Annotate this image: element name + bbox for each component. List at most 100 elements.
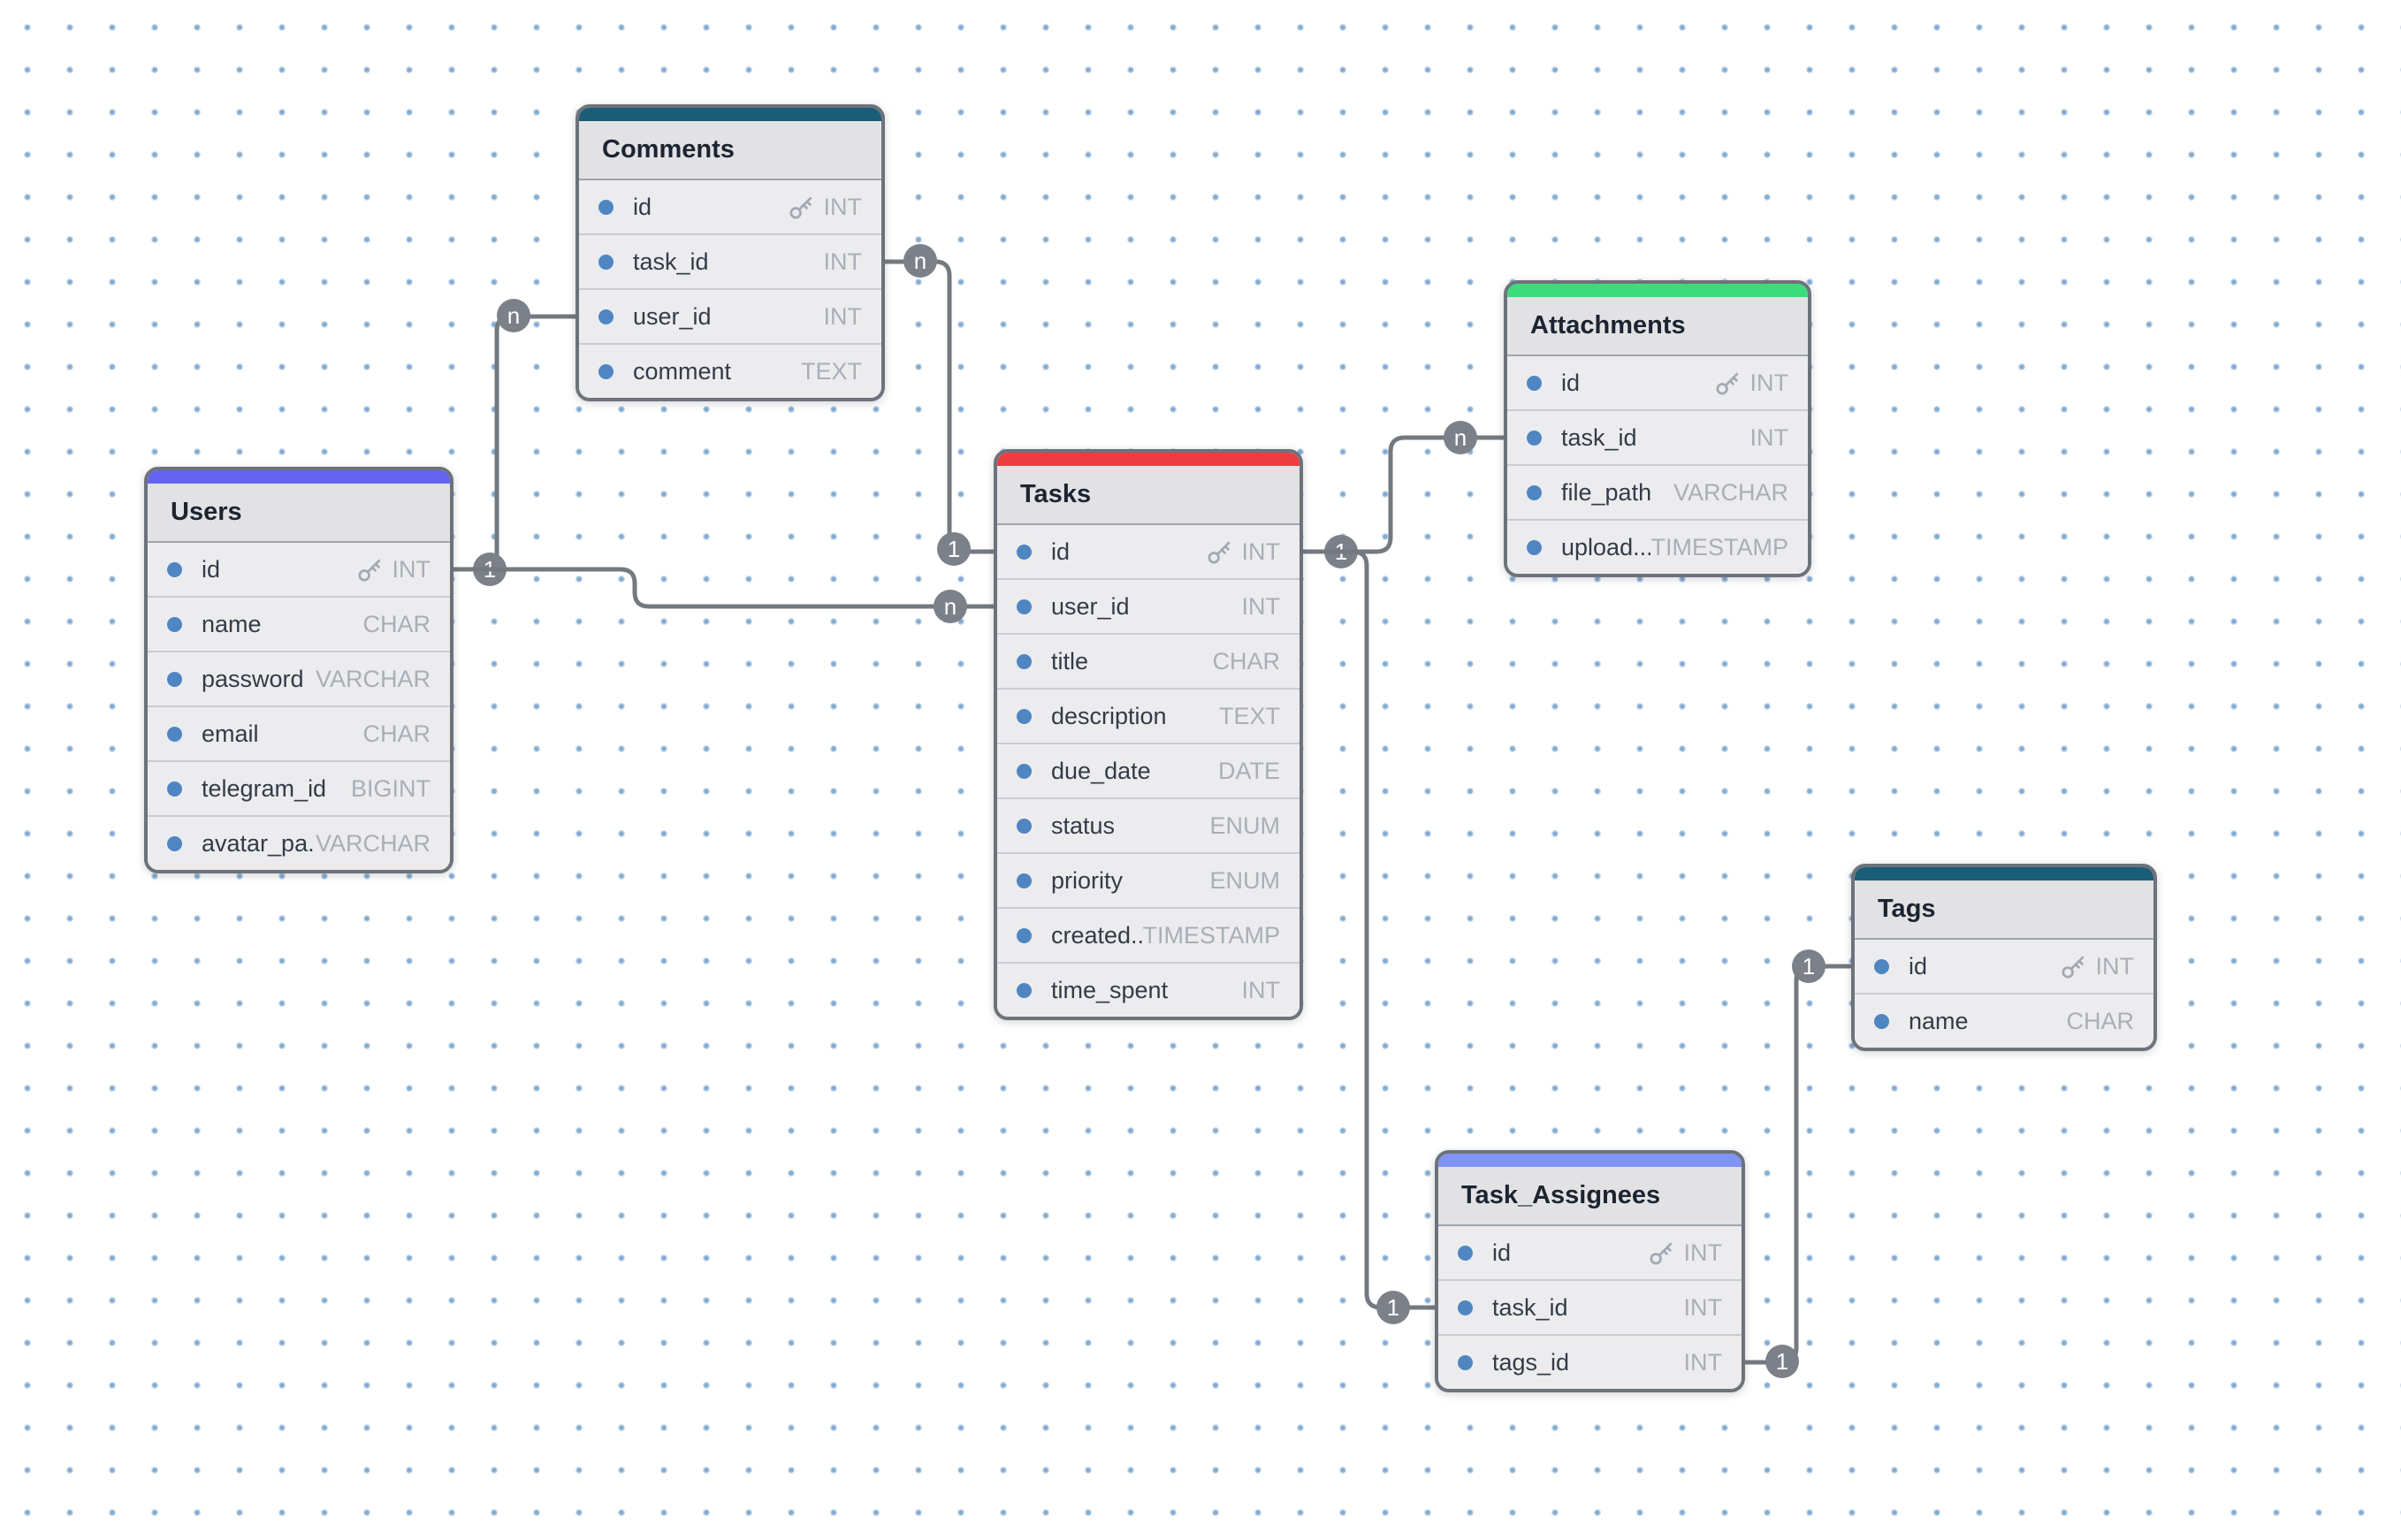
field-dot-icon: [1527, 430, 1542, 446]
field-row[interactable]: due_date DATE: [997, 743, 1300, 797]
table-card-tags[interactable]: Tags id INT name CHAR: [1851, 864, 2157, 1051]
field-dot-icon: [1458, 1300, 1473, 1315]
field-name: task_id: [633, 248, 709, 275]
field-type-label: BIGINT: [350, 774, 431, 802]
field-row[interactable]: user_id INT: [579, 288, 881, 343]
field-row[interactable]: user_id INT: [997, 578, 1300, 633]
field-row[interactable]: email CHAR: [148, 705, 450, 760]
field-row[interactable]: name CHAR: [148, 596, 450, 651]
field-name: name: [1909, 1007, 1969, 1034]
field-dot-icon: [1527, 484, 1542, 500]
svg-text:n: n: [944, 593, 957, 620]
field-row[interactable]: priority ENUM: [997, 852, 1300, 907]
field-row[interactable]: avatar_pa... VARCHAR: [148, 815, 450, 870]
field-row[interactable]: id INT: [579, 180, 881, 233]
field-type: INT: [1648, 1239, 1722, 1267]
field-dot-icon: [1874, 1013, 1889, 1029]
table-title: Tags: [1878, 895, 1936, 923]
field-row[interactable]: comment TEXT: [579, 343, 881, 398]
table-fields: id INT task_id INT tags: [1438, 1226, 1742, 1389]
field-row[interactable]: title CHAR: [997, 633, 1300, 688]
field-row[interactable]: password VARCHAR: [148, 651, 450, 705]
field-type: VARCHAR: [316, 666, 431, 693]
table-card-users[interactable]: Users id INT name CHAR: [144, 467, 454, 873]
table-card-task_assignees[interactable]: Task_Assignees id INT task_id: [1435, 1150, 1745, 1392]
field-row[interactable]: created... TIMESTAMP: [997, 907, 1300, 962]
field-row[interactable]: upload... TIMESTAMP: [1507, 519, 1808, 574]
cardinality-badge: n: [934, 590, 967, 623]
table-header[interactable]: Attachments: [1507, 297, 1808, 356]
field-row[interactable]: task_id INT: [1507, 409, 1808, 464]
field-row[interactable]: time_spent INT: [997, 962, 1300, 1017]
table-accent-bar: [1507, 284, 1808, 297]
field-row[interactable]: file_path VARCHAR: [1507, 464, 1808, 519]
table-fields: id INT name CHAR: [1855, 940, 2153, 1048]
field-dot-icon: [1527, 375, 1542, 391]
field-dot-icon: [598, 363, 614, 379]
field-dot-icon: [598, 309, 614, 324]
field-type-label: INT: [823, 248, 863, 275]
field-name: created...: [1051, 921, 1143, 949]
table-card-tasks[interactable]: Tasks id INT user_id I: [994, 449, 1303, 1020]
field-type: INT: [1684, 1349, 1723, 1376]
table-card-comments[interactable]: Comments id INT task_id: [575, 104, 885, 401]
svg-text:1: 1: [1803, 953, 1815, 980]
field-dot-icon: [167, 726, 182, 742]
field-type: ENUM: [1210, 812, 1281, 840]
field-type: INT: [1714, 370, 1788, 397]
table-header[interactable]: Users: [148, 484, 450, 543]
field-name: file_path: [1561, 478, 1652, 506]
field-type-label: INT: [1683, 1348, 1723, 1376]
field-row[interactable]: id INT: [1507, 356, 1808, 409]
field-type-label: TIMESTAMP: [1650, 533, 1788, 560]
field-name: status: [1051, 812, 1116, 839]
field-dot-icon: [167, 671, 182, 687]
table-header[interactable]: Tags: [1855, 881, 2153, 940]
field-row[interactable]: task_id INT: [1438, 1279, 1742, 1334]
table-fields: id INT name CHAR passwo: [148, 543, 450, 870]
relationship-line-Tasks.id-Attachments.task_id[interactable]: [1293, 435, 1506, 554]
table-header[interactable]: Comments: [579, 121, 881, 180]
field-dot-icon: [1017, 982, 1032, 998]
table-card-attachments[interactable]: Attachments id INT task_id: [1504, 280, 1811, 577]
relationship-line-Task_Assignees.tags_id-Tags.id[interactable]: [1735, 964, 1854, 1365]
field-type-label: INT: [1749, 423, 1789, 451]
field-name: due_date: [1051, 757, 1151, 784]
field-row[interactable]: description TEXT: [997, 688, 1300, 743]
table-accent-bar: [148, 470, 450, 484]
field-row[interactable]: status ENUM: [997, 797, 1300, 852]
field-dot-icon: [1017, 708, 1032, 724]
field-type: INT: [1242, 977, 1281, 1004]
field-type: INT: [1684, 1294, 1723, 1322]
field-row[interactable]: telegram_id BIGINT: [148, 760, 450, 815]
field-row[interactable]: name CHAR: [1855, 993, 2153, 1048]
table-header[interactable]: Task_Assignees: [1438, 1167, 1742, 1226]
field-type-label: CHAR: [362, 610, 431, 637]
table-accent-bar: [579, 108, 881, 121]
relationship-line-Tasks.id-Task_Assignees.task_id[interactable]: [1293, 549, 1437, 1310]
field-type-label: INT: [823, 193, 863, 220]
relationship-line-Users.id-Comments.user_id[interactable]: [444, 314, 578, 572]
relationship-line-Users.id-Tasks.user_id[interactable]: [444, 567, 996, 609]
field-row[interactable]: task_id INT: [579, 233, 881, 288]
field-row[interactable]: id INT: [997, 525, 1300, 578]
field-row[interactable]: id INT: [148, 543, 450, 596]
field-row[interactable]: tags_id INT: [1438, 1334, 1742, 1389]
field-type: INT: [788, 193, 863, 221]
field-type: VARCHAR: [316, 830, 431, 858]
field-type: INT: [824, 303, 863, 331]
relationship-line-Tasks.id-Comments.task_id[interactable]: [875, 259, 996, 554]
field-dot-icon: [1458, 1245, 1473, 1261]
field-type: INT: [824, 248, 863, 276]
field-row[interactable]: id INT: [1438, 1226, 1742, 1279]
field-dot-icon: [167, 561, 182, 577]
table-header[interactable]: Tasks: [997, 466, 1300, 525]
field-row[interactable]: id INT: [1855, 940, 2153, 993]
field-name: telegram_id: [202, 774, 327, 802]
field-name: email: [202, 720, 259, 747]
field-type-label: INT: [1241, 537, 1281, 565]
field-type-label: INT: [1683, 1293, 1723, 1321]
field-name: upload...: [1561, 533, 1651, 560]
